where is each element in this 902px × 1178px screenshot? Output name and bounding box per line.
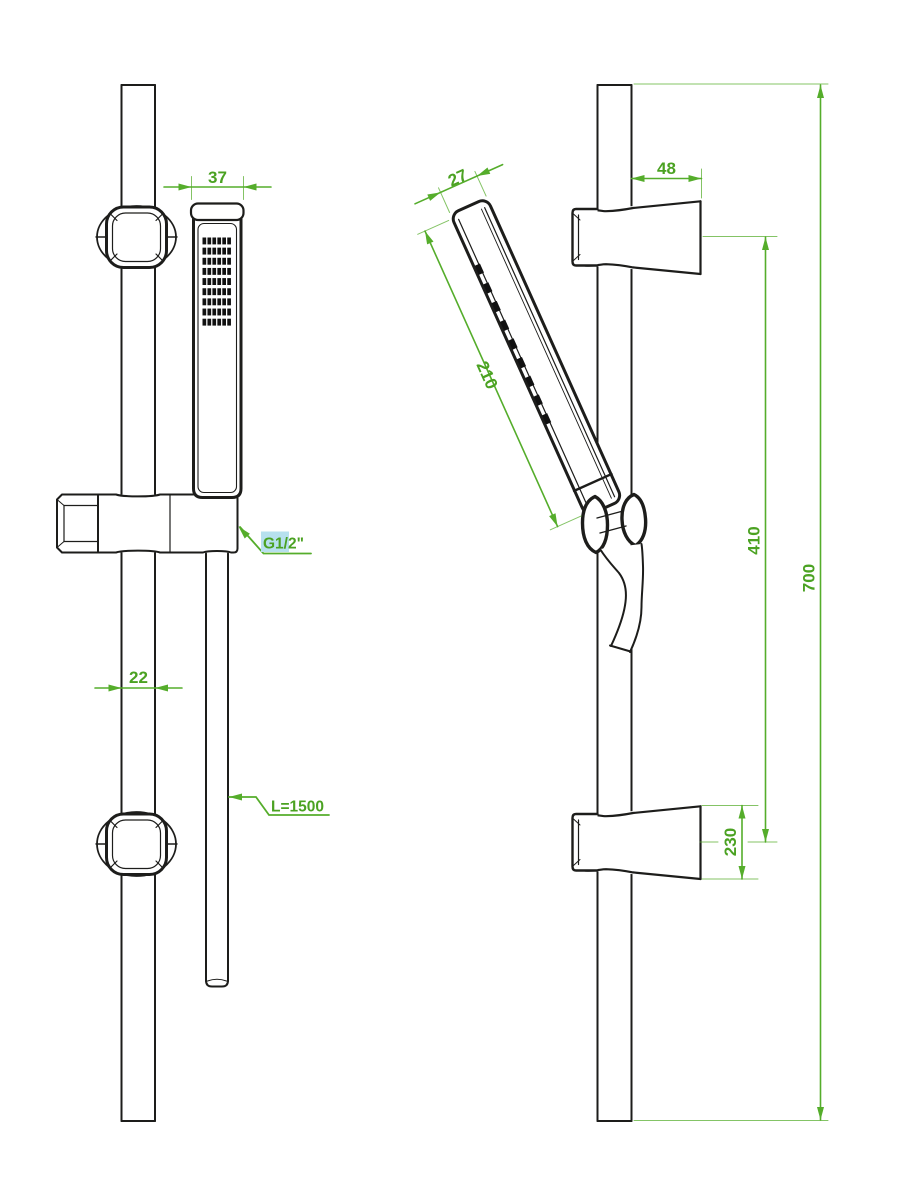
nozzle-hole (222, 308, 226, 316)
nozzle-hole (222, 278, 226, 285)
front-hand-shower (189, 202, 245, 499)
nozzle-hole (212, 278, 217, 285)
nozzle-hole (202, 257, 207, 265)
dim-bracket-spacing: 410 (745, 526, 764, 554)
nozzle-hole (227, 308, 231, 316)
hose-length-label: L=1500 (271, 799, 324, 816)
nozzle-hole (222, 247, 226, 255)
nozzle-hole (207, 318, 212, 326)
nozzle-hole (212, 288, 217, 296)
dim-head-length: 210 (472, 358, 501, 392)
extension-lines (191, 83, 829, 1121)
nozzle-hole (217, 247, 222, 255)
side-view (451, 84, 702, 1122)
dim-bottom-bracket: 230 (721, 828, 740, 856)
nozzle-hole (207, 257, 212, 265)
nozzle-hole (227, 298, 231, 306)
nozzle-hole (212, 267, 217, 275)
dim-head-depth: 27 (445, 165, 470, 190)
nozzle-hole (222, 257, 226, 265)
side-top-bracket (571, 200, 702, 276)
nozzle-hole (207, 237, 212, 245)
nozzle-tick (508, 338, 518, 350)
nozzle-hole (212, 247, 217, 255)
nozzle-hole (217, 288, 222, 296)
nozzle-hole (202, 247, 207, 255)
nozzle-hole (227, 247, 231, 255)
dimension-labels: 37 22 48 27 210 410 700 230 G1/2" L=1500 (129, 159, 818, 856)
nozzle-hole (207, 308, 212, 316)
nozzle-tick (474, 263, 485, 275)
nozzle-hole (222, 288, 226, 296)
nozzle-hole (202, 267, 207, 275)
side-spray-nozzles (474, 263, 552, 425)
leader-lines (228, 526, 330, 816)
nozzle-hole (212, 237, 217, 245)
nozzle-hole (207, 288, 212, 296)
nozzle-hole (227, 288, 231, 296)
nozzle-hole (207, 278, 212, 285)
dimensions: 37 22 48 27 210 410 700 230 G1/2" L=1500 (94, 83, 829, 1121)
nozzle-hole (217, 237, 222, 245)
nozzle-hole (227, 257, 231, 265)
dim-rail-length: 700 (800, 564, 819, 592)
nozzle-tick (483, 282, 493, 294)
connection-label-highlighted-part: G1/ (263, 536, 289, 553)
nozzle-hole (222, 298, 226, 306)
nozzle-tick (500, 319, 510, 332)
nozzle-hole (202, 308, 207, 316)
nozzle-hole (217, 267, 222, 275)
connection-label: G1/2" (263, 536, 304, 553)
nozzle-hole (212, 318, 217, 326)
front-spray-grid (202, 237, 231, 326)
nozzle-hole (217, 278, 222, 285)
nozzle-hole (217, 298, 222, 306)
nozzle-tick (491, 300, 501, 313)
nozzle-tick (525, 375, 535, 388)
connection-label-highlight (261, 531, 289, 552)
connection-leader (239, 526, 312, 555)
nozzle-hole (217, 257, 222, 265)
front-slider-holder (56, 493, 239, 554)
nozzle-hole (202, 237, 207, 245)
hose-length-leader (228, 796, 330, 816)
nozzle-tick (542, 413, 552, 425)
nozzle-hole (227, 278, 231, 285)
dim-head-width: 37 (208, 168, 227, 187)
nozzle-hole (217, 318, 222, 326)
front-view (56, 84, 245, 1122)
dim-bracket-depth: 48 (657, 159, 676, 178)
nozzle-hole (227, 267, 231, 275)
nozzle-hole (217, 308, 222, 316)
nozzle-hole (202, 288, 207, 296)
nozzle-hole (207, 247, 212, 255)
nozzle-hole (227, 237, 231, 245)
nozzle-tick (516, 356, 527, 369)
nozzle-hole (212, 308, 217, 316)
nozzle-hole (222, 267, 226, 275)
nozzle-hole (207, 298, 212, 306)
side-hose (599, 543, 645, 653)
nozzle-tick (533, 394, 543, 406)
arrowheads (108, 85, 824, 1120)
nozzle-hole (212, 298, 217, 306)
front-top-bracket (95, 205, 178, 269)
front-bottom-bracket (95, 811, 178, 877)
nozzle-hole (222, 318, 226, 326)
front-hose (205, 552, 229, 988)
side-bottom-bracket (571, 805, 702, 881)
nozzle-hole (222, 237, 226, 245)
nozzle-hole (212, 257, 217, 265)
nozzle-hole (202, 298, 207, 306)
nozzle-hole (207, 267, 212, 275)
nozzle-hole (202, 318, 207, 326)
dim-rail-diameter: 22 (129, 668, 148, 687)
nozzle-hole (202, 278, 207, 285)
connection-label-rest: 2" (288, 536, 304, 553)
nozzle-hole (227, 318, 231, 326)
